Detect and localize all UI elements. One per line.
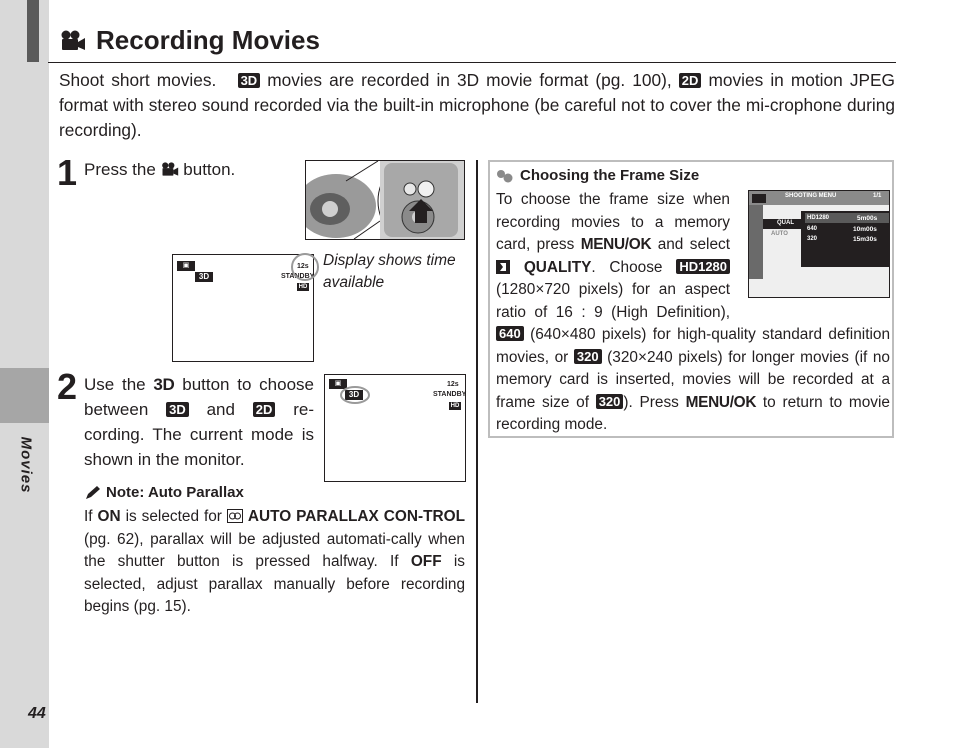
- shooting-menu-screenshot: SHOOTING MENU 1/1 QUAL AUTO HD1280 5m00s…: [748, 190, 890, 298]
- menu-page: 1/1: [873, 193, 882, 199]
- hd1280-icon: HD1280: [676, 258, 731, 274]
- auto-parallax-setting: AUTO PARALLAX CON-TROL: [247, 508, 465, 525]
- badge-3d: 3D: [237, 73, 261, 88]
- column-divider: [476, 160, 478, 703]
- title-accent-bar: [27, 0, 39, 62]
- mode-badge-3d: 3D: [345, 390, 363, 400]
- step-2-number: 2: [57, 366, 78, 407]
- time-remaining: 12s: [447, 381, 459, 388]
- 3d-button-label: 3D: [153, 375, 175, 394]
- size-640-icon: 640: [496, 326, 524, 341]
- menu-option-size: 640: [807, 226, 818, 232]
- frame-size-tip-box: Choosing the Frame Size SHOOTING MENU 1/…: [488, 160, 894, 438]
- size-320-icon: 320: [595, 393, 624, 409]
- hd-icon: HD: [449, 402, 461, 410]
- hd-icon: HD: [297, 283, 309, 291]
- tip-heading: Choosing the Frame Size: [496, 167, 699, 184]
- display-caption: Display shows time available: [323, 252, 456, 291]
- off-value: OFF: [410, 553, 442, 570]
- menu-screenshot-spacer: [740, 189, 890, 301]
- note-heading: Note: Auto Parallax: [84, 484, 244, 501]
- movie-mode-icon: ▣: [329, 379, 347, 389]
- pencil-icon: [86, 485, 100, 499]
- monitor-display-2: ▣ 3D 12s STANDBY HD: [324, 374, 466, 482]
- title-rule: [48, 62, 896, 63]
- step-1-number: 1: [57, 152, 78, 193]
- movie-camera-icon: [161, 162, 178, 176]
- time-highlight-circle: [291, 253, 319, 281]
- tip-body: To choose the frame size when recording …: [496, 189, 891, 433]
- standby-label: STANDBY: [281, 273, 315, 280]
- quality-icon: [496, 259, 510, 274]
- section-tab: [0, 368, 49, 423]
- movie-camera-icon: [61, 30, 85, 50]
- quality-setting: QUALITY: [523, 258, 592, 276]
- badge-3d: 3D: [166, 402, 189, 417]
- standby-label: STANDBY: [433, 391, 467, 398]
- step-1-text: Press the button.: [84, 160, 236, 179]
- menu-option-size: HD1280: [807, 215, 830, 221]
- page-title-text: Recording Movies: [96, 25, 320, 55]
- mode-highlight-ellipse: [340, 386, 370, 404]
- menu-header: SHOOTING MENU: [785, 193, 837, 199]
- badge-2d: 2D: [678, 73, 702, 88]
- tip-icon: [497, 169, 513, 182]
- menu-row-label: AUTO: [771, 231, 788, 237]
- monitor-display-1: ▣ 3D 12s STANDBY HD: [172, 254, 314, 362]
- menu-row-label: QUAL: [777, 220, 794, 226]
- step-2-text: Use the 3D button to choose between 3D a…: [84, 375, 314, 469]
- badge-2d: 2D: [252, 402, 276, 417]
- 3d-menu-icon: [226, 509, 243, 523]
- time-remaining: 12s: [297, 263, 309, 270]
- menu-option-time: 15m30s: [853, 236, 877, 243]
- menu-ok-button-label: MENU/OK: [580, 236, 652, 253]
- section-label: Movies: [17, 436, 35, 494]
- intro-paragraph: Shoot short movies. 3D movies are record…: [59, 70, 895, 140]
- note-body: If ON is selected for AUTO PARALLAX CON-…: [84, 508, 465, 615]
- menu-ok-button-label: MENU/OK: [685, 393, 757, 411]
- page-number: 44: [28, 705, 46, 722]
- menu-option-size: 320: [807, 236, 818, 242]
- menu-option-time: 10m00s: [853, 226, 877, 233]
- page-title: Recording Movies: [60, 25, 320, 56]
- size-320-icon: 320: [573, 348, 602, 364]
- mode-badge-3d: 3D: [195, 272, 213, 282]
- movie-mode-icon: ▣: [177, 261, 195, 271]
- menu-option-time: 5m00s: [857, 215, 878, 222]
- camera-illustration: [305, 160, 465, 240]
- on-value: ON: [97, 508, 121, 525]
